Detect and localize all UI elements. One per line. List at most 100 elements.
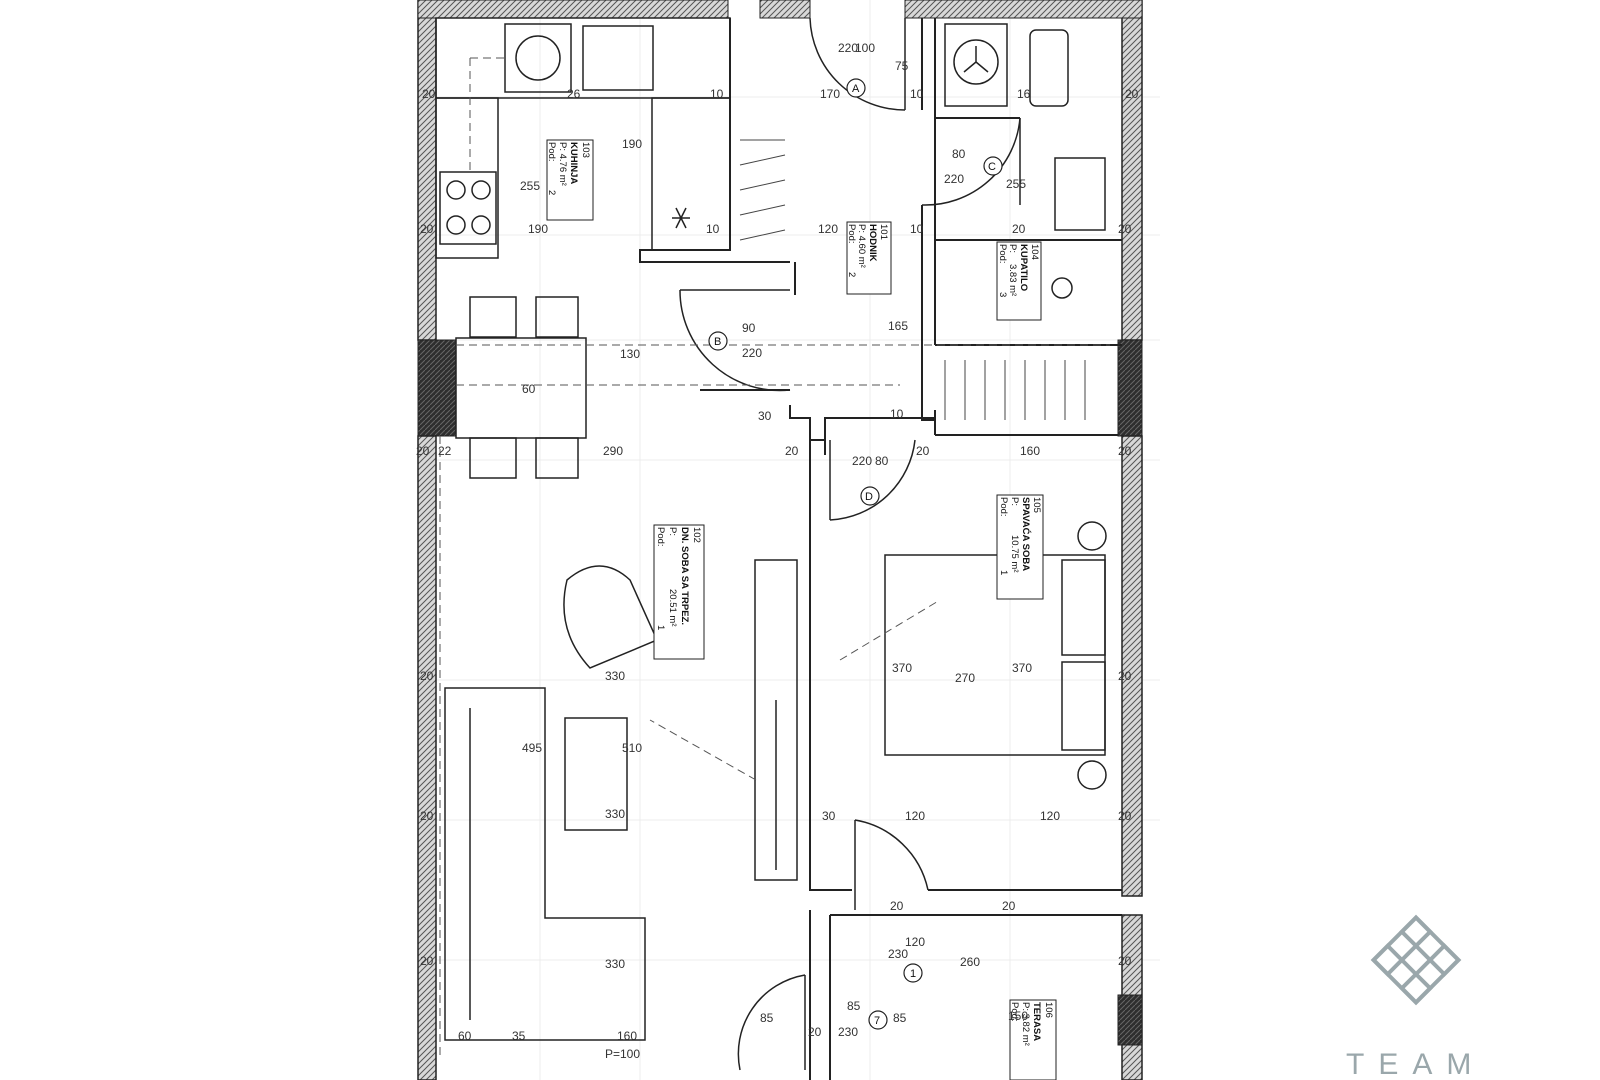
dim-label: 20	[420, 669, 434, 683]
dim-label: 20	[420, 809, 434, 823]
area-label: P:	[1007, 244, 1018, 253]
room-number: 105	[1031, 497, 1042, 513]
coffee-table-icon	[564, 717, 628, 831]
dim-label: 495	[522, 741, 542, 755]
room-label-spavaca: 105 SPAVAĆA SOBA P: 10.75 m² Pod: 1	[996, 494, 1044, 600]
dim-label: 170	[820, 87, 840, 101]
dim-label: 60	[522, 382, 536, 396]
dim-label: 20	[1118, 444, 1132, 458]
nightstand-lamp-icon	[1077, 760, 1107, 790]
washbasin-icon	[1054, 157, 1106, 231]
dim-label: 10	[710, 87, 724, 101]
dim-label: 20	[1012, 222, 1026, 236]
dim-label: 370	[892, 661, 912, 675]
floor-label: Pod:	[1009, 1002, 1020, 1022]
dim-label: 255	[1006, 177, 1026, 191]
shower-icon	[1051, 277, 1073, 299]
door-mark-d: D	[865, 491, 873, 503]
dim-label: 20	[422, 87, 436, 101]
toilet-icon	[1029, 29, 1069, 107]
dim-label: 230	[888, 947, 908, 961]
dim-label: 160	[617, 1029, 637, 1043]
area-label: P:	[667, 527, 678, 536]
dim-label: 85	[847, 999, 861, 1013]
room-area: 3.83 m²	[1007, 264, 1018, 296]
dim-label: 330	[605, 669, 625, 683]
dim-label: 290	[603, 444, 623, 458]
brand-name: TEAM	[1346, 1048, 1485, 1080]
dim-label: 20	[420, 222, 434, 236]
dim-label: 190	[622, 137, 642, 151]
room-number: 102	[691, 527, 702, 543]
dim-label: 90	[742, 321, 756, 335]
washing-machine-icon	[944, 23, 1008, 107]
floor-label: Pod:	[546, 142, 557, 162]
floor-label: Pod:	[655, 527, 666, 547]
dim-label: 20	[916, 444, 930, 458]
floor-value: 2	[546, 190, 557, 195]
dim-label: 230	[838, 1025, 858, 1039]
dim-label: 20	[1118, 669, 1132, 683]
room-label-dnevna: 102 DN. SOBA SA TRPEZ. P: 20.51 m² Pod: …	[653, 524, 705, 660]
dim-label: 75	[895, 59, 909, 73]
dim-label: 20	[808, 1025, 822, 1039]
dim-label: 10	[910, 222, 924, 236]
dim-label: 120	[905, 935, 925, 949]
room-label-terasa: 106 TERASA P: 3.82 m² Pod:	[1009, 999, 1057, 1080]
room-number: 101	[878, 224, 889, 240]
floor-value: 1	[998, 570, 1009, 575]
dining-table	[455, 296, 587, 479]
dim-label: 220	[944, 172, 964, 186]
dim-label: 100	[855, 41, 875, 55]
floor-label: Pod:	[846, 224, 857, 244]
dashed-guides	[439, 57, 1110, 1060]
dim-label: P=100	[605, 1047, 640, 1061]
dim-label: 220	[742, 346, 762, 360]
room-name: SPAVAĆA SOBA	[1020, 497, 1032, 571]
dim-label: 120	[818, 222, 838, 236]
door-mark-1: 1	[910, 968, 916, 980]
door-mark-c: C	[988, 161, 996, 173]
dim-label: 20	[890, 899, 904, 913]
floor-value: 2	[846, 272, 857, 277]
background-grid	[420, 0, 1160, 1080]
dim-label: 30	[822, 809, 836, 823]
dim-label: 150	[1008, 1009, 1028, 1023]
dim-label: 30	[758, 409, 772, 423]
dim-label: 20	[416, 444, 430, 458]
room-area: P: 4.76 m²	[557, 142, 568, 186]
dim-label: 10	[706, 222, 720, 236]
floor-value: 1	[655, 625, 666, 630]
door-mark-7: 7	[874, 1015, 880, 1027]
kitchen-fixtures	[435, 17, 731, 259]
dim-label: 20	[420, 954, 434, 968]
dim-label: 120	[1040, 809, 1060, 823]
room-area: P: 3.82 m²	[1020, 1002, 1031, 1046]
floor-value: 3	[997, 292, 1008, 297]
dim-label: 20	[1125, 87, 1139, 101]
dim-label: 20	[1118, 809, 1132, 823]
armchair-icon	[563, 565, 659, 669]
door-swings	[679, 17, 1021, 1071]
door-markers: A C B D 1 7	[708, 78, 1003, 1030]
room-label-kupatilo: 104 KUPATILO P: 3.83 m² Pod: 3	[996, 241, 1042, 321]
door-mark-a: A	[852, 83, 860, 95]
dim-label: 255	[520, 179, 540, 193]
dim-label: 165	[888, 319, 908, 333]
dim-label: 85	[893, 1011, 907, 1025]
floor-label: Pod:	[997, 244, 1008, 264]
room-label-hodnik: 101 HODNIK P: 4.60 m² Pod: 2	[846, 221, 892, 295]
knot-logo-icon	[1370, 914, 1462, 1006]
dim-label: 220	[852, 454, 872, 468]
dim-label: 20	[785, 444, 799, 458]
dim-label: 130	[620, 347, 640, 361]
exterior-walls	[417, 0, 1143, 1080]
dim-label: 35	[512, 1029, 526, 1043]
room-name: KUHINJA	[568, 142, 579, 184]
bathroom-fixtures	[944, 23, 1106, 299]
dim-label: 370	[1012, 661, 1032, 675]
dim-label: 20	[1118, 222, 1132, 236]
dim-label: 330	[605, 957, 625, 971]
dim-label: 20	[1118, 954, 1132, 968]
room-name: KUPATILO	[1018, 244, 1029, 291]
